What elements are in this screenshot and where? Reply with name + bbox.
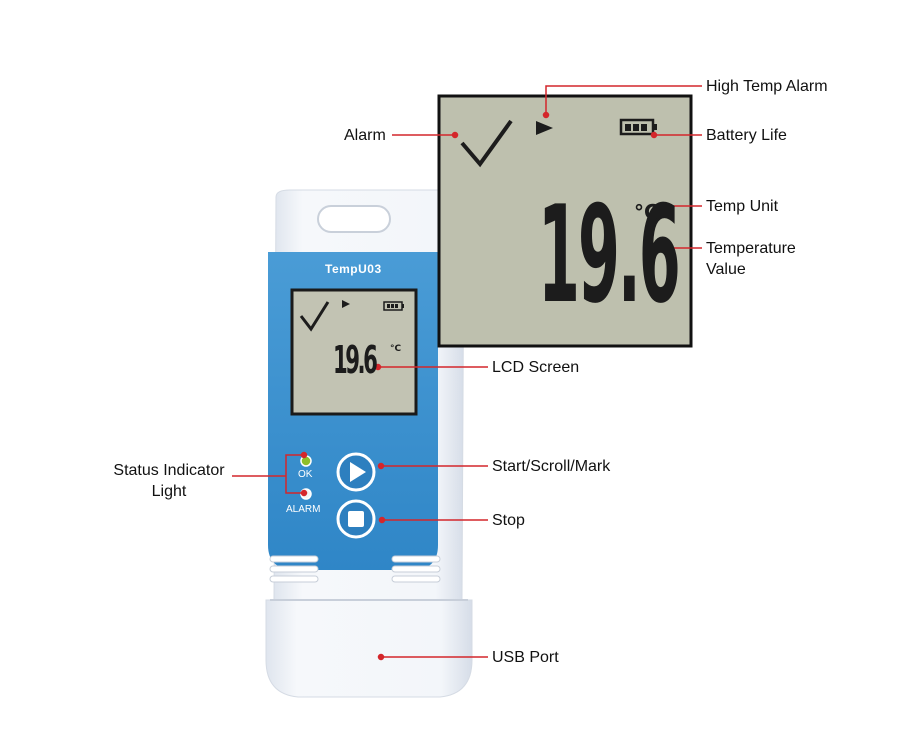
vent-slits-right — [391, 555, 441, 583]
callout-alarm: Alarm — [344, 127, 386, 144]
vent-slits-left — [269, 555, 319, 583]
callout-usb-port: USB Port — [492, 649, 559, 666]
large-lcd-screen — [437, 94, 693, 348]
play-icon — [350, 462, 366, 482]
small-lcd-unit: °C — [390, 344, 402, 354]
lcd-temp-unit: °C — [634, 200, 659, 224]
small-battery-icon — [383, 301, 404, 311]
stop-button[interactable] — [336, 499, 376, 539]
callout-start-scroll-mark: Start/Scroll/Mark — [492, 458, 611, 475]
usb-cap — [265, 599, 473, 698]
hanging-slot — [317, 205, 391, 233]
battery-icon — [619, 118, 657, 136]
callout-lcd-screen: LCD Screen — [492, 359, 580, 376]
lcd-temperature-value: 19.6 — [538, 177, 681, 333]
small-checkmark-icon — [299, 301, 330, 332]
stop-icon — [348, 511, 364, 527]
model-label: TempU03 — [325, 262, 382, 276]
checkmark-icon — [460, 119, 513, 168]
callout-temperature-value: Temperature Value — [706, 240, 796, 278]
callout-temp-unit: Temp Unit — [706, 198, 779, 215]
small-alarm-triangle-icon — [342, 300, 350, 308]
small-lcd-temperature: 19.6 — [333, 338, 378, 382]
start-scroll-mark-button[interactable] — [336, 452, 376, 492]
high-alarm-triangle-icon — [536, 121, 553, 135]
callout-stop: Stop — [492, 512, 525, 529]
alarm-led-label: ALARM — [286, 504, 321, 515]
ok-led-label: OK — [298, 469, 313, 480]
callout-lines — [232, 85, 702, 661]
callout-battery-life: Battery Life — [706, 127, 787, 144]
callout-status-indicator-light: Status Indicator Light — [113, 462, 225, 500]
callout-high-temp-alarm: High Temp Alarm — [706, 78, 828, 95]
